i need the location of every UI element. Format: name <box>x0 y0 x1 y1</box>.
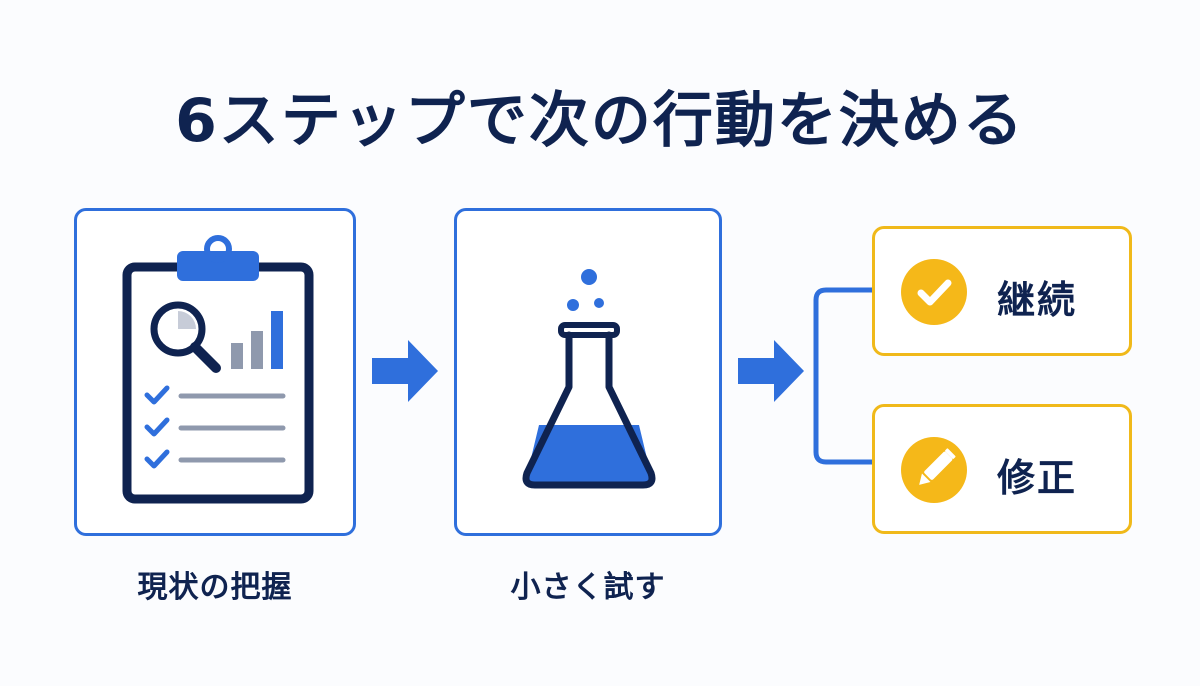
step-box-current-state <box>74 208 356 536</box>
outcome-label-continue: 継続 <box>997 278 1078 322</box>
outcome-box-revise: 修正 <box>872 404 1132 534</box>
outcome-label-revise: 修正 <box>997 456 1078 500</box>
step-box-small-test <box>454 208 722 536</box>
arrow-right-icon <box>738 340 804 402</box>
clipboard-analysis-icon <box>122 235 314 504</box>
flask-icon <box>522 269 656 489</box>
pencil-icon <box>901 437 967 503</box>
step-label-small-test: 小さく試す <box>510 570 666 605</box>
check-icon <box>901 259 967 325</box>
branch-connector <box>813 287 877 465</box>
arrow-right-icon <box>372 340 438 402</box>
outcome-box-continue: 継続 <box>872 226 1132 356</box>
page-title: 6ステップで次の行動を決める <box>175 86 1025 156</box>
step-label-current-state: 現状の把握 <box>137 570 293 605</box>
